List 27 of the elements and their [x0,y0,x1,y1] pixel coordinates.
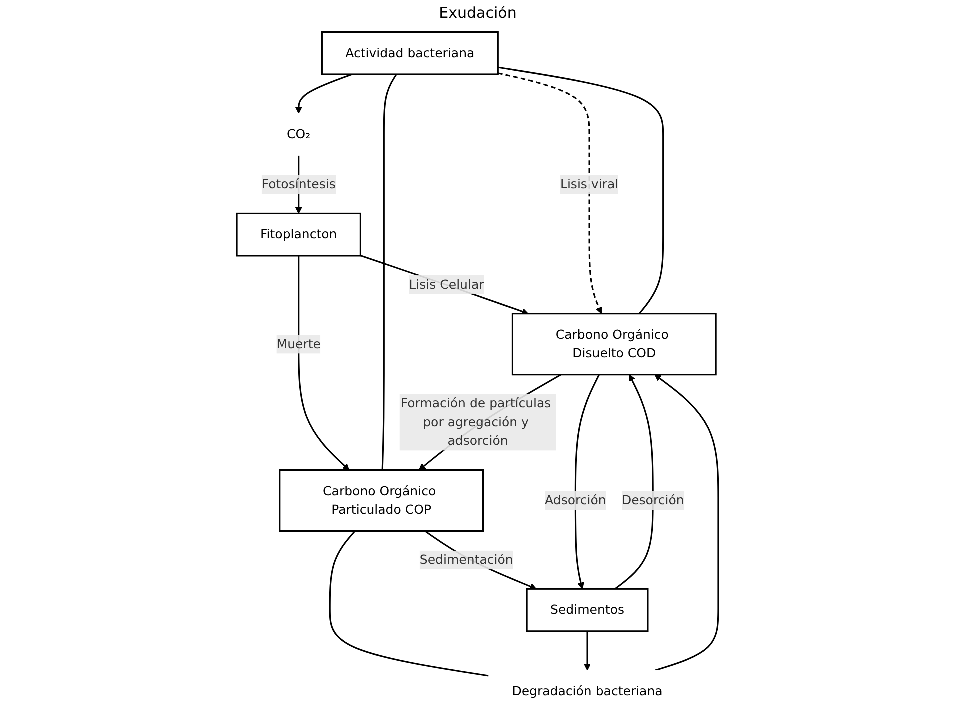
edge-label: Muerte [277,336,322,352]
edge-label: Sedimentación [420,552,514,568]
node-text: Degradación bacteriana [512,684,664,699]
node-text: CO₂ [287,126,311,142]
arrow [296,74,353,114]
node-box: Carbono Orgánico Particulado COP [279,469,484,532]
edge-label: Formación de partículas por agregación y adsorción [401,396,552,448]
node-box: Carbono Orgánico Disuelto COD [512,313,718,376]
arrow [575,374,600,590]
node-box: Sedimentos [526,588,649,632]
edge-label: Lisis Celular [409,277,485,292]
edge-label: Fotosíntesis [262,176,336,192]
connector [498,66,664,314]
arrow [498,72,603,314]
connector [330,530,490,677]
arrow [654,374,720,672]
node-box: Actividad bacteriana [322,31,500,76]
edge-label: Desorción [622,492,685,508]
edge-label: Lisis viral [560,176,619,192]
arrow [298,256,350,471]
edge-label: Adsorción [545,492,607,508]
arrow [360,255,529,315]
arrow [584,631,592,671]
connector [382,74,398,470]
node-box: Fitoplancton [236,212,362,257]
arrow [614,374,654,590]
note-text: Exudación [439,4,517,22]
